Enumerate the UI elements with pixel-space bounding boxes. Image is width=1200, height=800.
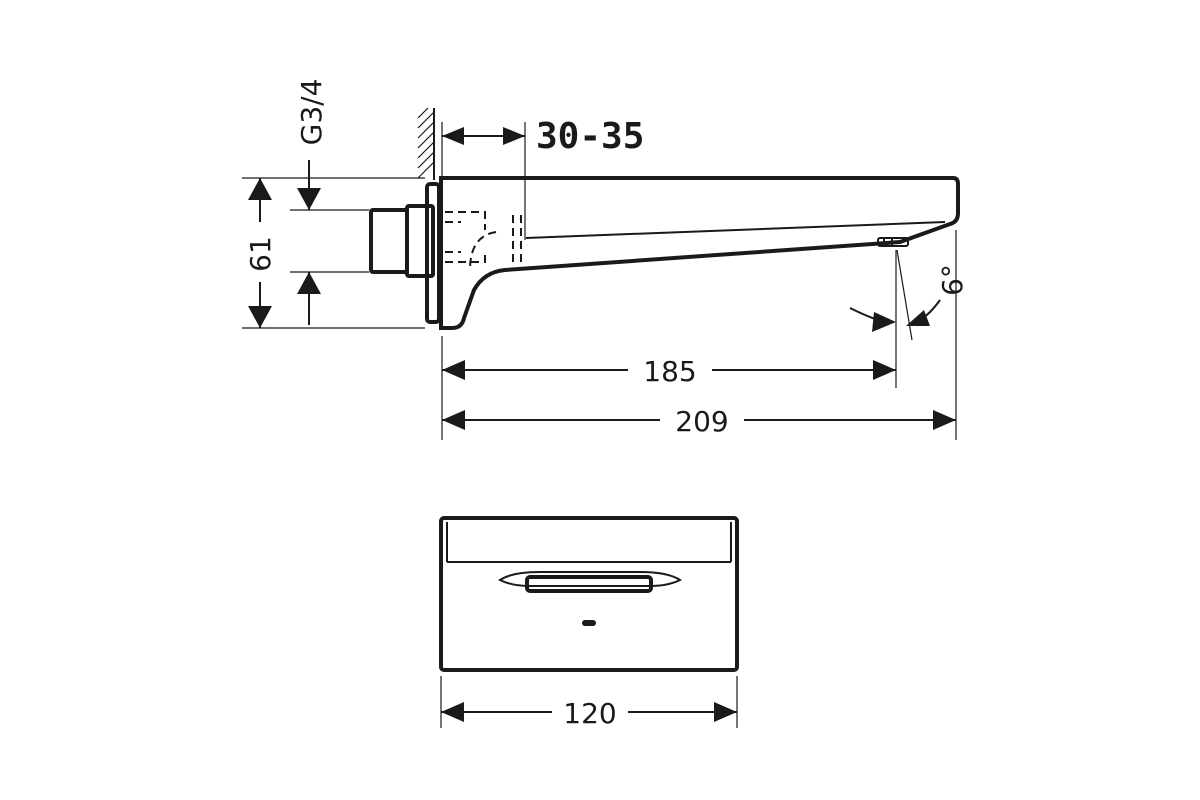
width-dimension bbox=[440, 676, 738, 732]
spout-reach-label: 185 bbox=[643, 355, 696, 388]
wall-depth-dimension bbox=[441, 122, 526, 240]
hidden-pipe bbox=[445, 211, 522, 271]
wall-hatching bbox=[417, 107, 435, 180]
thread-dimension bbox=[297, 160, 321, 325]
spout-body bbox=[439, 176, 960, 330]
overall-length-label: 209 bbox=[675, 405, 728, 438]
spout-reach-dimension bbox=[441, 250, 897, 440]
front-body bbox=[439, 516, 739, 672]
front-view: 120 bbox=[439, 516, 739, 732]
angle-dimension bbox=[849, 249, 941, 341]
side-view: 30-35 bbox=[242, 79, 969, 440]
aerator-outlet bbox=[877, 237, 909, 247]
height-dimension bbox=[248, 178, 272, 328]
outlet-slot bbox=[498, 571, 682, 593]
outlet-hole bbox=[582, 620, 596, 626]
height-label: 61 bbox=[244, 236, 277, 272]
threaded-connector bbox=[369, 204, 435, 278]
overall-length-dimension bbox=[442, 230, 957, 440]
wall-depth-label: 30-35 bbox=[536, 116, 644, 157]
spout-inner-line bbox=[525, 221, 946, 239]
width-label: 120 bbox=[563, 697, 616, 730]
angle-label: 6° bbox=[936, 264, 969, 296]
thread-label: G3/4 bbox=[295, 79, 328, 146]
